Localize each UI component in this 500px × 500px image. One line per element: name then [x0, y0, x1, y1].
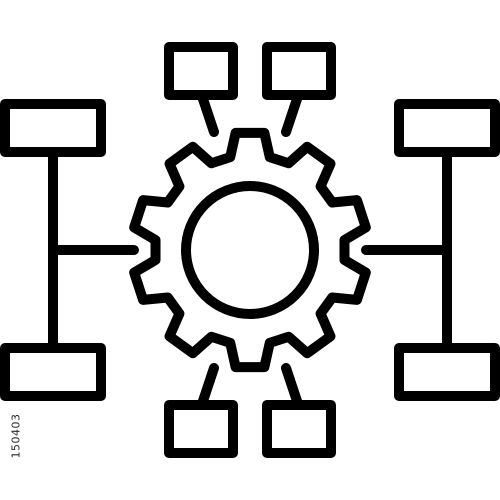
top-right-box: [262, 42, 336, 100]
top-left-connector: [197, 91, 219, 137]
bottom-left-connector: [197, 363, 219, 409]
left-top-box: [0, 99, 106, 157]
gear-outline: [129, 127, 371, 373]
bottom-right-connector: [281, 363, 303, 409]
left-bottom-box: [0, 343, 106, 401]
right-top-box: [394, 99, 500, 157]
top-right-connector: [281, 91, 303, 137]
gear-center-circle: [181, 181, 319, 319]
bottom-right-box: [262, 400, 336, 458]
top-left-box: [164, 42, 238, 100]
right-bottom-box: [394, 343, 500, 401]
bottom-left-box: [164, 400, 238, 458]
